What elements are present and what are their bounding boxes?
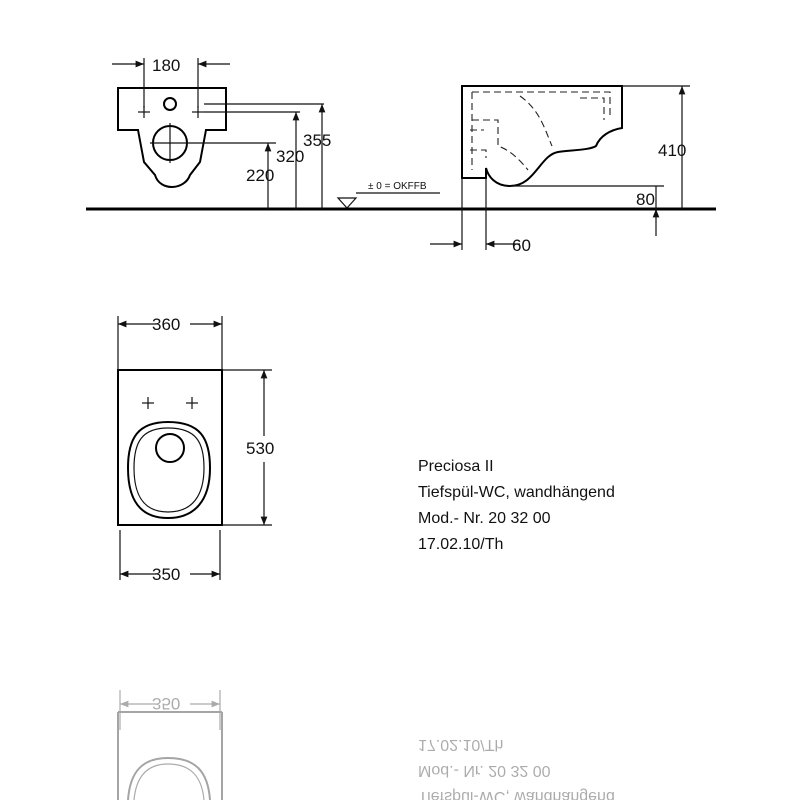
product-name: Preciosa II <box>418 458 494 475</box>
dim-80-label: 80 <box>636 190 655 209</box>
product-description: Tiefspül-WC, wandhängend <box>418 484 615 501</box>
model-number: Mod.- Nr. 20 32 00 <box>418 510 551 527</box>
dim-360-label: 360 <box>152 315 180 334</box>
drawing-date: 17.02.10/Th <box>418 536 503 553</box>
dim-180-label: 180 <box>152 56 180 75</box>
side-view: 410 80 60 <box>430 85 690 255</box>
dim-410-label: 410 <box>658 141 686 160</box>
dim-530-label: 530 <box>246 439 274 458</box>
dim-220-label: 220 <box>246 166 274 185</box>
dim-320-label: 320 <box>276 147 304 166</box>
reflection-description: Tiefspül-WC, wandhängend <box>418 788 615 800</box>
dim-350-label: 350 <box>152 565 180 584</box>
front-view: 180 355 320 220 ± 0 = OKFFB <box>112 56 440 209</box>
title-block: Preciosa II Tiefspül-WC, wandhängend Mod… <box>418 458 615 553</box>
mirror-reflection: 350 17.02.10/Th Mod.- Nr. 20 32 00 Tiefs… <box>117 690 615 800</box>
dim-60-label: 60 <box>512 236 531 255</box>
dim-355-label: 355 <box>303 131 331 150</box>
reflection-width-label: 350 <box>152 694 180 713</box>
reflection-model: Mod.- Nr. 20 32 00 <box>418 762 551 779</box>
reflection-date: 17.02.10/Th <box>418 736 503 753</box>
reference-level-label: ± 0 = OKFFB <box>368 181 427 192</box>
top-view: 360 530 350 <box>117 315 274 584</box>
